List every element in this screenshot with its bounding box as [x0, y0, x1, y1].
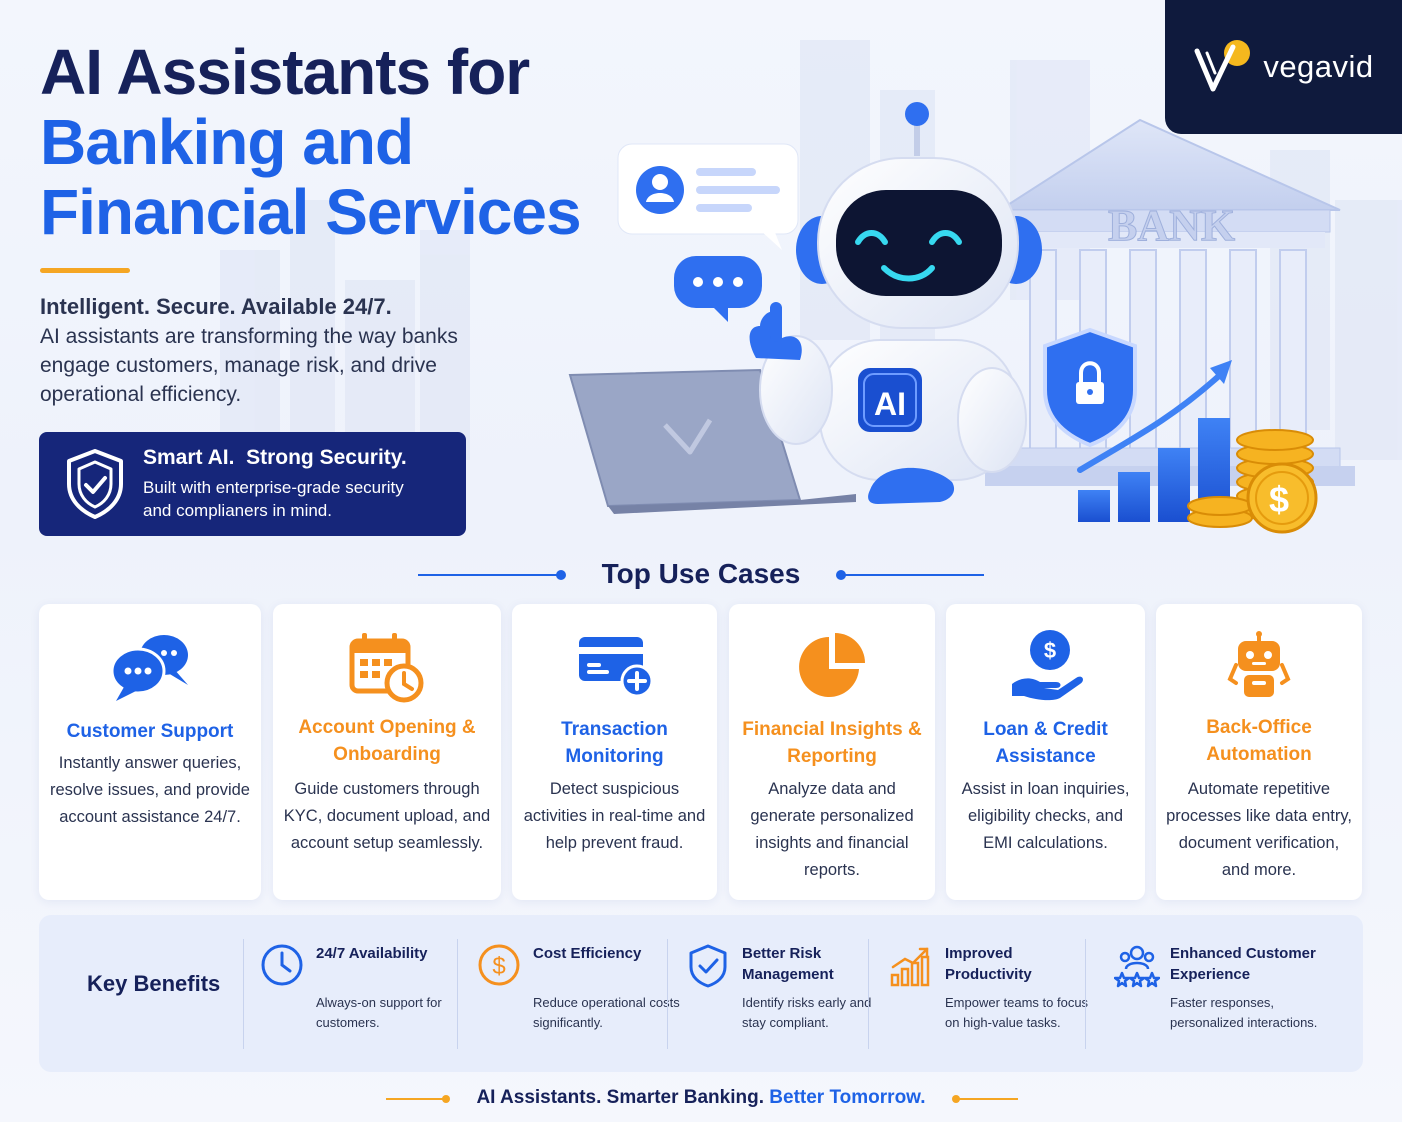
- use-case-card-loan-credit: $ Loan & Credit Assistance Assist in loa…: [946, 604, 1145, 900]
- hero-illustration: BANK: [568, 102, 1355, 534]
- footer-tagline-accent: Better Tomorrow.: [769, 1087, 926, 1108]
- security-callout-title: Smart AI. Strong Security.: [143, 446, 407, 469]
- dollar-circle-icon: $: [478, 944, 520, 986]
- hand-coin-icon: $: [946, 624, 1145, 708]
- hero-tagline: Intelligent. Secure. Available 24/7.: [40, 294, 392, 319]
- use-case-card-account-opening: Account Opening & Onboarding Guide custo…: [273, 604, 501, 900]
- hero-title: AI Assistants for Banking and Financial …: [40, 36, 640, 248]
- heading-dot-left: [556, 570, 566, 580]
- chat-bubbles-icon: [39, 624, 261, 708]
- security-callout: Smart AI. Strong Security. Built with en…: [39, 432, 466, 536]
- use-cases-heading: Top Use Cases: [601, 558, 801, 589]
- benefit-title: Better Risk Management: [742, 945, 834, 983]
- footer-dot-right: [952, 1095, 960, 1103]
- hero-title-line-1: AI Assistants for: [40, 36, 530, 108]
- pie-chart-icon: [729, 624, 935, 708]
- clock-icon: [261, 944, 303, 986]
- hero-title-line-2: Banking and: [40, 105, 414, 178]
- robot-icon: [1156, 624, 1362, 708]
- use-case-description: Automate repetitive processes like data …: [1166, 780, 1352, 879]
- footer-tagline-row: AI Assistants. Smarter Banking. Better T…: [0, 1084, 1402, 1114]
- use-cases-heading-row: Top Use Cases: [0, 556, 1402, 596]
- growth-chart-icon: [890, 947, 930, 987]
- brand-name: vegavid: [1263, 49, 1374, 84]
- vegavid-logo-mark-icon: [1194, 40, 1251, 92]
- shield-check-icon: [57, 446, 133, 522]
- svg-text:$: $: [1043, 638, 1055, 663]
- heading-divider-right: [840, 574, 984, 576]
- benefit-divider: [1085, 939, 1086, 1049]
- benefit-divider: [667, 939, 668, 1049]
- use-case-description: Assist in loan inquiries, eligibility ch…: [961, 780, 1130, 852]
- security-lock-shield-icon: [1043, 327, 1137, 448]
- use-case-description: Analyze data and generate personalized i…: [750, 780, 914, 879]
- shield-check-icon: [689, 944, 727, 988]
- use-case-title: Customer Support: [66, 721, 234, 742]
- benefit-description: Identify risks early and stay compliant.: [742, 995, 872, 1030]
- heading-divider-left: [418, 574, 562, 576]
- benefit-divider: [868, 939, 869, 1049]
- benefit-title: Cost Efficiency: [533, 945, 642, 962]
- footer-tagline-main: AI Assistants. Smarter Banking.: [476, 1087, 765, 1108]
- ai-robot-mascot-icon: [749, 102, 1042, 504]
- footer-divider-right: [958, 1098, 1018, 1100]
- footer-divider-left: [386, 1098, 446, 1100]
- credit-card-plus-icon: [512, 624, 717, 708]
- use-case-card-financial-insights: Financial Insights & Reporting Analyze d…: [729, 604, 935, 900]
- key-benefits-label: Key Benefits: [87, 971, 221, 996]
- users-stars-icon: [1114, 945, 1160, 988]
- gold-coins-icon: [1187, 429, 1318, 534]
- coin-dollar-sign: $: [1269, 479, 1289, 520]
- use-case-card-customer-support: Customer Support Instantly answer querie…: [39, 604, 261, 900]
- use-case-title: Financial Insights & Reporting: [742, 719, 922, 767]
- use-case-card-transaction-monitoring: Transaction Monitoring Detect suspicious…: [512, 604, 717, 900]
- use-case-title: Back-Office Automation: [1206, 717, 1312, 765]
- key-benefits-panel: Key Benefits 24/7 Availability Always-on…: [39, 915, 1363, 1072]
- benefit-description: Reduce operational costs significantly.: [533, 995, 680, 1030]
- security-callout-description: Built with enterprise-grade security and…: [143, 478, 404, 520]
- benefit-description: Always-on support for customers.: [316, 995, 442, 1030]
- use-case-title: Loan & Credit Assistance: [983, 719, 1108, 767]
- benefit-title: Enhanced Customer Experience: [1170, 945, 1316, 983]
- calendar-clock-icon: [273, 624, 501, 708]
- footer-tagline: AI Assistants. Smarter Banking. Better T…: [0, 1087, 1402, 1109]
- profile-chat-bubble-icon: [617, 143, 799, 250]
- security-callout-text: Smart AI. Strong Security. Built with en…: [143, 446, 433, 522]
- hero-description: AI assistants are transforming the way b…: [40, 325, 458, 406]
- benefit-title: Improved Productivity: [945, 945, 1032, 983]
- use-case-description: Instantly answer queries, resolve issues…: [50, 754, 250, 826]
- typing-chat-bubble-icon: [674, 256, 762, 322]
- benefit-divider: [243, 939, 244, 1049]
- use-case-card-back-office: Back-Office Automation Automate repetiti…: [1156, 604, 1362, 900]
- robot-ai-badge: AI: [874, 386, 906, 422]
- svg-text:$: $: [492, 953, 505, 980]
- laptop-icon: [568, 368, 856, 514]
- benefit-description: Faster responses, personalized interacti…: [1170, 995, 1318, 1030]
- hero-accent-rule: [40, 268, 130, 273]
- brand-logo: vegavid: [1165, 0, 1402, 134]
- hero-title-line-3: Financial Services: [40, 175, 582, 248]
- use-case-description: Guide customers through KYC, document up…: [283, 780, 491, 852]
- bank-building-icon: [985, 118, 1355, 486]
- use-case-title: Transaction Monitoring: [561, 719, 668, 767]
- bank-sign: BANK: [1108, 201, 1235, 250]
- benefit-title: 24/7 Availability: [316, 945, 428, 962]
- use-case-description: Detect suspicious activities in real-tim…: [523, 780, 706, 852]
- use-case-title: Account Opening & Onboarding: [298, 717, 476, 765]
- benefit-divider: [457, 939, 458, 1049]
- benefit-description: Empower teams to focus on high-value tas…: [945, 995, 1089, 1030]
- footer-dot-left: [442, 1095, 450, 1103]
